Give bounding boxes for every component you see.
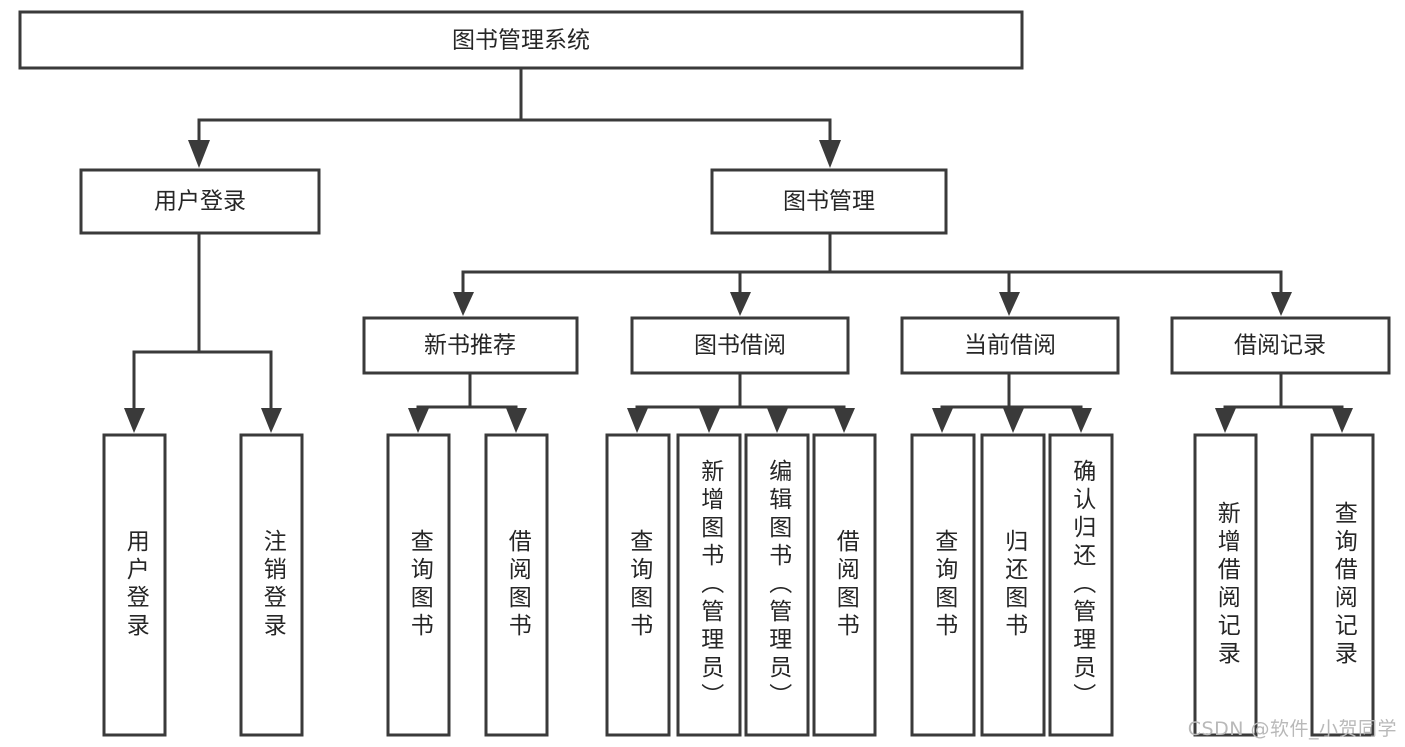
leaf-user-login-box[interactable] bbox=[102, 433, 167, 737]
node-user-login[interactable]: 用户登录 bbox=[79, 168, 321, 235]
arrowhead-book-manage bbox=[819, 140, 841, 168]
arrowhead-leaf-query-book-b bbox=[627, 408, 648, 433]
watermark-text: CSDN @软件_小贺同学 bbox=[1187, 718, 1397, 740]
node-borrow-record-label: 借阅记录 bbox=[1234, 333, 1326, 359]
node-borrow-record[interactable]: 借阅记录 bbox=[1170, 316, 1391, 375]
node-root-box[interactable] bbox=[18, 10, 1024, 70]
arrowhead-user-login bbox=[188, 140, 210, 168]
node-new-book-rec-box[interactable] bbox=[362, 316, 579, 375]
arrowhead-leaf-query-book-a bbox=[408, 408, 429, 433]
arrowhead-leaf-query-record bbox=[1332, 408, 1353, 433]
leaf-return-book-box[interactable] bbox=[980, 433, 1046, 737]
node-book-manage-label: 图书管理 bbox=[783, 189, 875, 215]
arrowhead-leaf-borrow-book-a bbox=[506, 408, 527, 433]
connector-group-book-manage bbox=[453, 231, 1292, 316]
node-user-login-box[interactable] bbox=[79, 168, 321, 235]
arrowhead-leaf-user-login bbox=[124, 408, 145, 433]
node-book-manage-box[interactable] bbox=[710, 168, 948, 235]
leaf-query-book-b-box[interactable] bbox=[605, 433, 671, 737]
arrowhead-leaf-confirm-return bbox=[1071, 408, 1092, 433]
arrowhead-new-book-rec bbox=[453, 292, 474, 316]
node-borrow-record-box[interactable] bbox=[1170, 316, 1391, 375]
node-new-book-rec[interactable]: 新书推荐 bbox=[362, 316, 579, 375]
connector-group-current-borrow bbox=[932, 371, 1092, 433]
arrowhead-leaf-add-book bbox=[699, 408, 720, 433]
node-new-book-rec-label: 新书推荐 bbox=[424, 333, 516, 359]
node-root-label: 图书管理系统 bbox=[452, 28, 590, 54]
leaf-add-record-box[interactable] bbox=[1193, 433, 1258, 737]
arrowhead-leaf-logout bbox=[261, 408, 282, 433]
connector-group-book-borrow bbox=[627, 371, 855, 433]
node-book-manage[interactable]: 图书管理 bbox=[710, 168, 948, 235]
leaf-logout-box[interactable] bbox=[239, 433, 304, 737]
leaf-borrow-book-b-box[interactable] bbox=[812, 433, 877, 737]
connector-group-new-book-rec bbox=[408, 371, 527, 433]
node-current-borrow[interactable]: 当前借阅 bbox=[900, 316, 1120, 375]
arrowhead-leaf-query-book-c bbox=[932, 408, 953, 433]
connector-group-borrow-record bbox=[1215, 371, 1353, 433]
arrowhead-leaf-return-book bbox=[1003, 408, 1024, 433]
arrowhead-borrow-record bbox=[1271, 292, 1292, 316]
connector-group-user-login bbox=[124, 231, 282, 433]
leaf-query-record-box[interactable] bbox=[1310, 433, 1375, 737]
leaf-query-book-a-box[interactable] bbox=[386, 433, 451, 737]
node-root[interactable]: 图书管理系统 bbox=[18, 10, 1024, 70]
node-user-login-label: 用户登录 bbox=[154, 189, 246, 215]
arrowhead-book-borrow bbox=[730, 292, 751, 316]
arrowhead-current-borrow bbox=[999, 292, 1020, 316]
arrowhead-leaf-edit-book bbox=[767, 408, 788, 433]
leaf-confirm-return-box[interactable] bbox=[1048, 433, 1114, 737]
node-book-borrow-label: 图书借阅 bbox=[694, 333, 786, 359]
leaf-borrow-book-a-box[interactable] bbox=[484, 433, 549, 737]
node-book-borrow-box[interactable] bbox=[630, 316, 850, 375]
leaf-edit-book-box[interactable] bbox=[744, 433, 810, 737]
leaf-query-book-c-box[interactable] bbox=[910, 433, 976, 737]
connector-group-root bbox=[188, 66, 841, 168]
node-current-borrow-box[interactable] bbox=[900, 316, 1120, 375]
leaf-add-book-box[interactable] bbox=[676, 433, 742, 737]
leaf-box-group bbox=[102, 433, 1375, 737]
node-current-borrow-label: 当前借阅 bbox=[964, 333, 1056, 359]
node-book-borrow[interactable]: 图书借阅 bbox=[630, 316, 850, 375]
arrowhead-leaf-add-record bbox=[1215, 408, 1236, 433]
arrowhead-leaf-borrow-book-b bbox=[834, 408, 855, 433]
